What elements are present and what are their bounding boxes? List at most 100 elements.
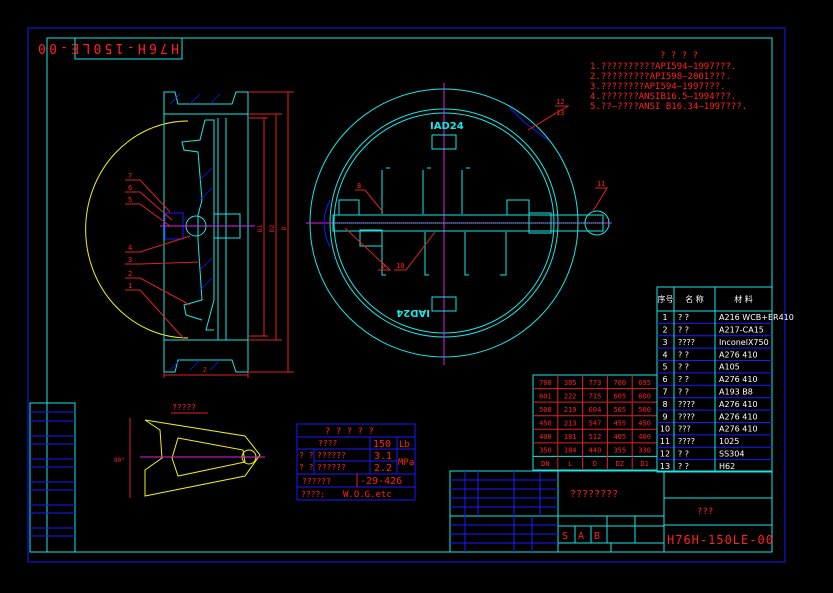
dimension-cell: 450 bbox=[539, 420, 552, 428]
dim-label: D1 bbox=[257, 224, 264, 232]
parts-cell: SS304 bbox=[719, 449, 744, 458]
dimension-cell: 213 bbox=[564, 420, 577, 428]
dimension-cell: 405 bbox=[613, 433, 626, 441]
dimension-cell: 350 bbox=[539, 447, 552, 455]
dimension-cell: 450 bbox=[638, 420, 651, 428]
dimension-cell: 505 bbox=[613, 406, 626, 414]
note-line: 1.??????????API594—1997???. bbox=[590, 62, 736, 72]
section-label: 2 bbox=[128, 270, 132, 278]
dimension-cell: 601 bbox=[539, 392, 552, 400]
plan-label: 9 bbox=[381, 262, 385, 270]
pressure-table: ? ? ? ? ? ???? 150 Lb ? ? ? ? ?????? 3.1… bbox=[296, 423, 416, 501]
parts-cell: A276 410 bbox=[719, 400, 758, 409]
parts-cell: ? ? bbox=[678, 350, 689, 359]
parts-cell: 4 bbox=[662, 350, 667, 359]
dimension-cell: DN bbox=[541, 460, 549, 468]
disc-view: ????? 80° bbox=[114, 403, 265, 498]
parts-cell: ???? bbox=[678, 400, 695, 409]
notes-title: ? ? ? ? bbox=[660, 51, 698, 61]
dimension-cell: 219 bbox=[564, 406, 577, 414]
plan-label: 12 bbox=[556, 98, 564, 106]
stage-letter: B bbox=[594, 531, 600, 542]
section-label: 3 bbox=[128, 256, 132, 264]
parts-cell: 13 bbox=[660, 462, 670, 471]
parts-header: 序号 bbox=[658, 294, 674, 304]
parts-cell: A276 410 bbox=[719, 412, 758, 421]
dimension-cell: 355 bbox=[613, 447, 626, 455]
plan-label: 8 bbox=[357, 182, 361, 190]
dimension-cell: 305 bbox=[564, 379, 577, 387]
dimension-cell: 184 bbox=[564, 447, 577, 455]
parts-cell: 1 bbox=[662, 313, 667, 322]
parts-cell: ? ? bbox=[678, 449, 689, 458]
mirrored-drawing-number: H76H-150LE-00 H76H-150LE-00 bbox=[37, 37, 183, 60]
stage-letter: S bbox=[562, 531, 568, 542]
parts-cell: 1025 bbox=[719, 437, 739, 446]
seal-test-value: 2.2 bbox=[374, 463, 392, 474]
dimension-cell: 605 bbox=[613, 392, 626, 400]
company-name: ??? bbox=[697, 507, 713, 517]
parts-cell: 11 bbox=[660, 437, 670, 446]
title-block: ???????? ??? S A B H76H-150LE-00 bbox=[449, 470, 774, 553]
plan-view: IAD24 IAD24 8 9 10 11 12 13 bbox=[306, 83, 612, 365]
rating-label: ???? bbox=[318, 439, 337, 448]
dimension-cell: 512 bbox=[589, 433, 602, 441]
disc-view-title: ????? bbox=[172, 403, 196, 412]
plan-label: 11 bbox=[597, 180, 605, 188]
section-label: 6 bbox=[128, 184, 132, 192]
section-view: 7 6 5 4 3 2 1 D1 D2 D Z bbox=[85, 91, 294, 378]
test-label: ? ? bbox=[299, 451, 314, 460]
dimension-cell: 222 bbox=[564, 392, 577, 400]
technical-notes: ? ? ? ? 1.??????????API594—1997???. 2.??… bbox=[590, 51, 747, 112]
parts-cell: 8 bbox=[662, 400, 667, 409]
mirrored-number-text-display: H76H-150LE-00 bbox=[37, 40, 179, 55]
shell-test-label: ?????? bbox=[317, 451, 346, 460]
medium-value: W.O.G.etc bbox=[343, 490, 392, 500]
parts-cell: A193 B8 bbox=[719, 388, 753, 397]
plan-label: 10 bbox=[396, 262, 404, 270]
dimension-cell: 455 bbox=[613, 420, 626, 428]
test-label: ? ? bbox=[299, 463, 314, 472]
parts-cell: ???? bbox=[678, 437, 695, 446]
disc-angle: 80° bbox=[114, 457, 125, 464]
note-line: 2.?????????API598—2001???. bbox=[590, 72, 731, 82]
dimension-cell: 700 bbox=[539, 379, 552, 387]
plan-label: 13 bbox=[556, 109, 564, 117]
seal-test-label: ?????? bbox=[317, 463, 346, 472]
dimension-cell: 547 bbox=[589, 420, 602, 428]
dimension-cell: 440 bbox=[589, 447, 602, 455]
parts-cell: 7 bbox=[662, 388, 667, 397]
drawing-number: H76H-150LE-00 bbox=[667, 533, 774, 547]
parts-cell: A276 410 bbox=[719, 350, 758, 359]
parts-cell: A276 410 bbox=[719, 375, 758, 384]
dimension-cell: 695 bbox=[638, 379, 651, 387]
parts-cell: 12 bbox=[660, 449, 670, 458]
parts-cell: 10 bbox=[660, 425, 670, 434]
parts-cell: ? ? bbox=[678, 363, 689, 372]
note-line: 3.????????API594—1997???. bbox=[590, 82, 725, 92]
parts-cell: ? ? bbox=[678, 375, 689, 384]
parts-cell: InconelX750 bbox=[719, 338, 769, 347]
parts-cell: 6 bbox=[662, 375, 667, 384]
shell-test-value: 3.1 bbox=[374, 451, 392, 462]
parts-cell: A276 410 bbox=[719, 425, 758, 434]
medium-label: ????: bbox=[301, 490, 325, 499]
dimension-cell: 604 bbox=[589, 406, 602, 414]
rating-value: 150 bbox=[373, 439, 391, 450]
note-line: 5.??—????ANSI B16.34—1997???. bbox=[590, 102, 747, 112]
stage-letter: A bbox=[578, 531, 584, 542]
temp-value: -29-426 bbox=[360, 476, 402, 487]
dimension-cell: DZ bbox=[616, 460, 624, 468]
section-label: 7 bbox=[128, 172, 132, 180]
dimension-cell: 330 bbox=[638, 447, 651, 455]
parts-cell: 5 bbox=[662, 363, 667, 372]
section-label: 5 bbox=[128, 196, 132, 204]
top-cast-mark: IAD24 bbox=[430, 121, 464, 132]
parts-cell: 9 bbox=[662, 412, 667, 421]
revision-strip bbox=[29, 402, 76, 553]
dim-label: D bbox=[281, 226, 288, 230]
parts-header: 材 料 bbox=[734, 294, 753, 304]
dimension-cell: D1 bbox=[640, 460, 648, 468]
dimension-cell: 715 bbox=[589, 392, 602, 400]
parts-cell: ???? bbox=[678, 338, 695, 347]
